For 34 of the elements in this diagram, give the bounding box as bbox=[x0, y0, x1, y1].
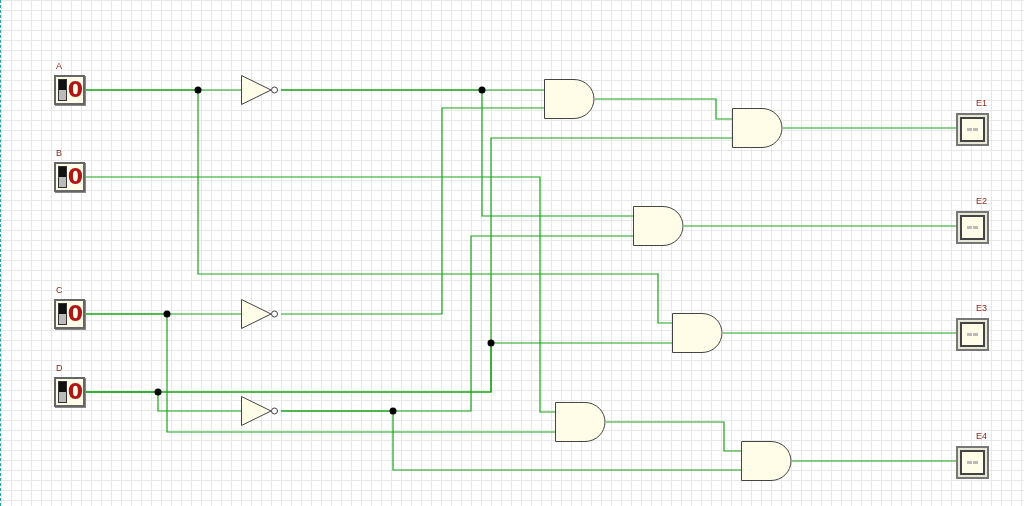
wire bbox=[722, 332, 957, 334]
wire bbox=[280, 107, 545, 315]
and-gate bbox=[544, 79, 595, 119]
wire bbox=[605, 421, 742, 452]
output-label: E1 bbox=[976, 98, 987, 109]
digit-display: 0 bbox=[67, 166, 83, 188]
wire bbox=[280, 410, 742, 471]
not-gate bbox=[241, 299, 281, 329]
wire bbox=[594, 98, 733, 120]
output-label: E3 bbox=[976, 303, 987, 314]
switch-label: A bbox=[56, 61, 62, 72]
and-gate bbox=[732, 108, 783, 148]
wire bbox=[280, 89, 634, 217]
not-gate bbox=[241, 396, 281, 426]
wire bbox=[683, 225, 957, 227]
digit-display: 0 bbox=[67, 381, 83, 403]
switch-label: B bbox=[56, 148, 62, 159]
not-gate bbox=[241, 75, 281, 105]
wire bbox=[85, 342, 673, 393]
and-gate bbox=[633, 206, 684, 246]
wire bbox=[791, 460, 957, 462]
output-label: E4 bbox=[976, 431, 987, 442]
wire bbox=[782, 127, 957, 129]
digit-display: 0 bbox=[67, 303, 83, 325]
and-gate bbox=[672, 313, 723, 353]
output-label: E2 bbox=[976, 196, 987, 207]
switch-label: D bbox=[56, 363, 63, 374]
wire bbox=[85, 313, 556, 433]
switch-label: C bbox=[56, 285, 63, 296]
and-gate bbox=[555, 402, 606, 442]
digit-display: 0 bbox=[67, 79, 83, 101]
wire bbox=[85, 176, 556, 413]
wire bbox=[85, 89, 673, 324]
and-gate bbox=[741, 441, 792, 481]
